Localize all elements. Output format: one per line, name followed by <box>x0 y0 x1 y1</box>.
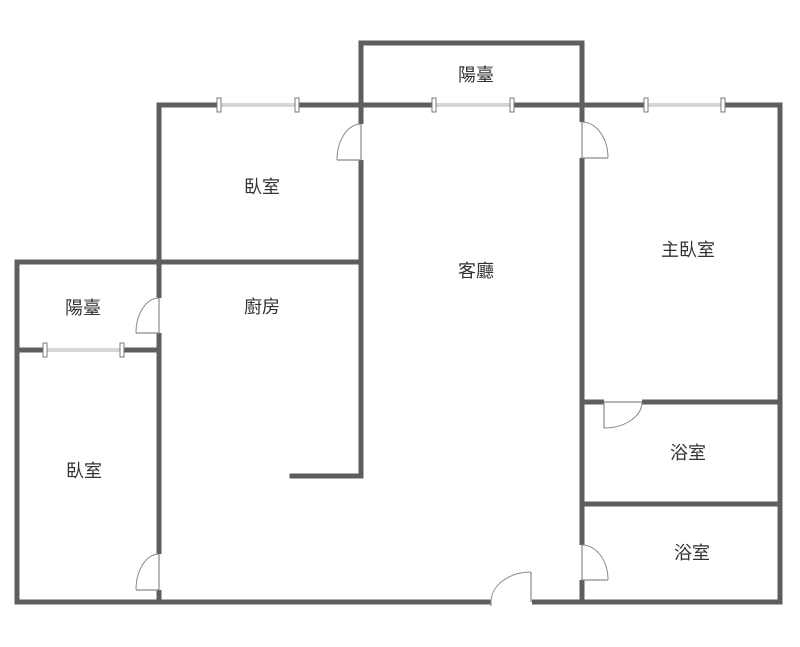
label-bathroom-1: 浴室 <box>670 443 706 464</box>
door-main-entrance <box>490 571 532 606</box>
window-master-bedroom <box>643 97 726 113</box>
window-balcony-left <box>42 342 125 358</box>
walls <box>14 40 783 605</box>
window-bedroom-top <box>216 97 300 113</box>
doors <box>135 121 643 606</box>
door-bathroom-1 <box>603 399 643 429</box>
windows <box>42 97 726 358</box>
door-balcony-left <box>135 297 162 334</box>
label-master-bedroom: 主臥室 <box>661 240 715 261</box>
door-bathroom-2 <box>579 544 609 581</box>
label-bathroom-2: 浴室 <box>674 543 710 564</box>
label-kitchen: 廚房 <box>244 296 280 318</box>
outer-wall <box>14 40 783 605</box>
label-bedroom-left: 臥室 <box>66 461 102 482</box>
door-master-bedroom <box>579 121 609 159</box>
label-living-room: 客廳 <box>458 261 494 282</box>
label-balcony-top: 陽臺 <box>458 65 494 86</box>
door-bedroom-top <box>336 123 364 161</box>
window-balcony-top <box>431 97 515 113</box>
label-balcony-left: 陽臺 <box>65 298 101 319</box>
room-labels: 陽臺 臥室 客廳 主臥室 陽臺 廚房 臥室 浴室 浴室 <box>65 65 715 564</box>
door-bedroom-left <box>135 553 162 591</box>
label-bedroom-top: 臥室 <box>244 177 280 198</box>
